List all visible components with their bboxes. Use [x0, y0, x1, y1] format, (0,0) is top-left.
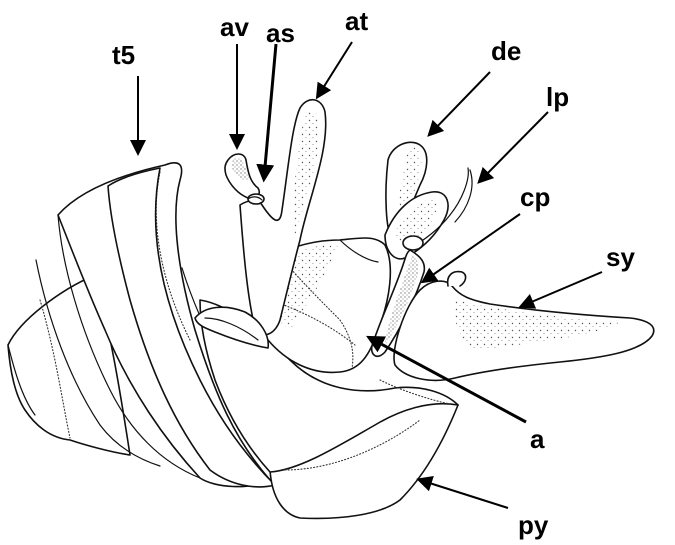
anal-style-knob: [225, 154, 264, 204]
arrow-lp: [480, 112, 548, 181]
style-process: [394, 272, 654, 381]
arrow-at: [318, 42, 352, 96]
arrow-as: [264, 44, 276, 178]
label-av: av: [220, 14, 249, 40]
label-a: a: [530, 426, 544, 452]
arrow-py: [420, 480, 508, 508]
label-at: at: [345, 8, 368, 34]
label-cp: cp: [520, 184, 550, 210]
arrow-de: [430, 72, 490, 134]
label-lp: lp: [546, 84, 569, 110]
label-de: de: [491, 38, 521, 64]
label-py: py: [518, 512, 548, 538]
label-sy: sy: [606, 244, 635, 270]
label-t5: t5: [112, 42, 135, 68]
arrow-sy: [522, 272, 602, 306]
label-as: as: [266, 20, 295, 46]
